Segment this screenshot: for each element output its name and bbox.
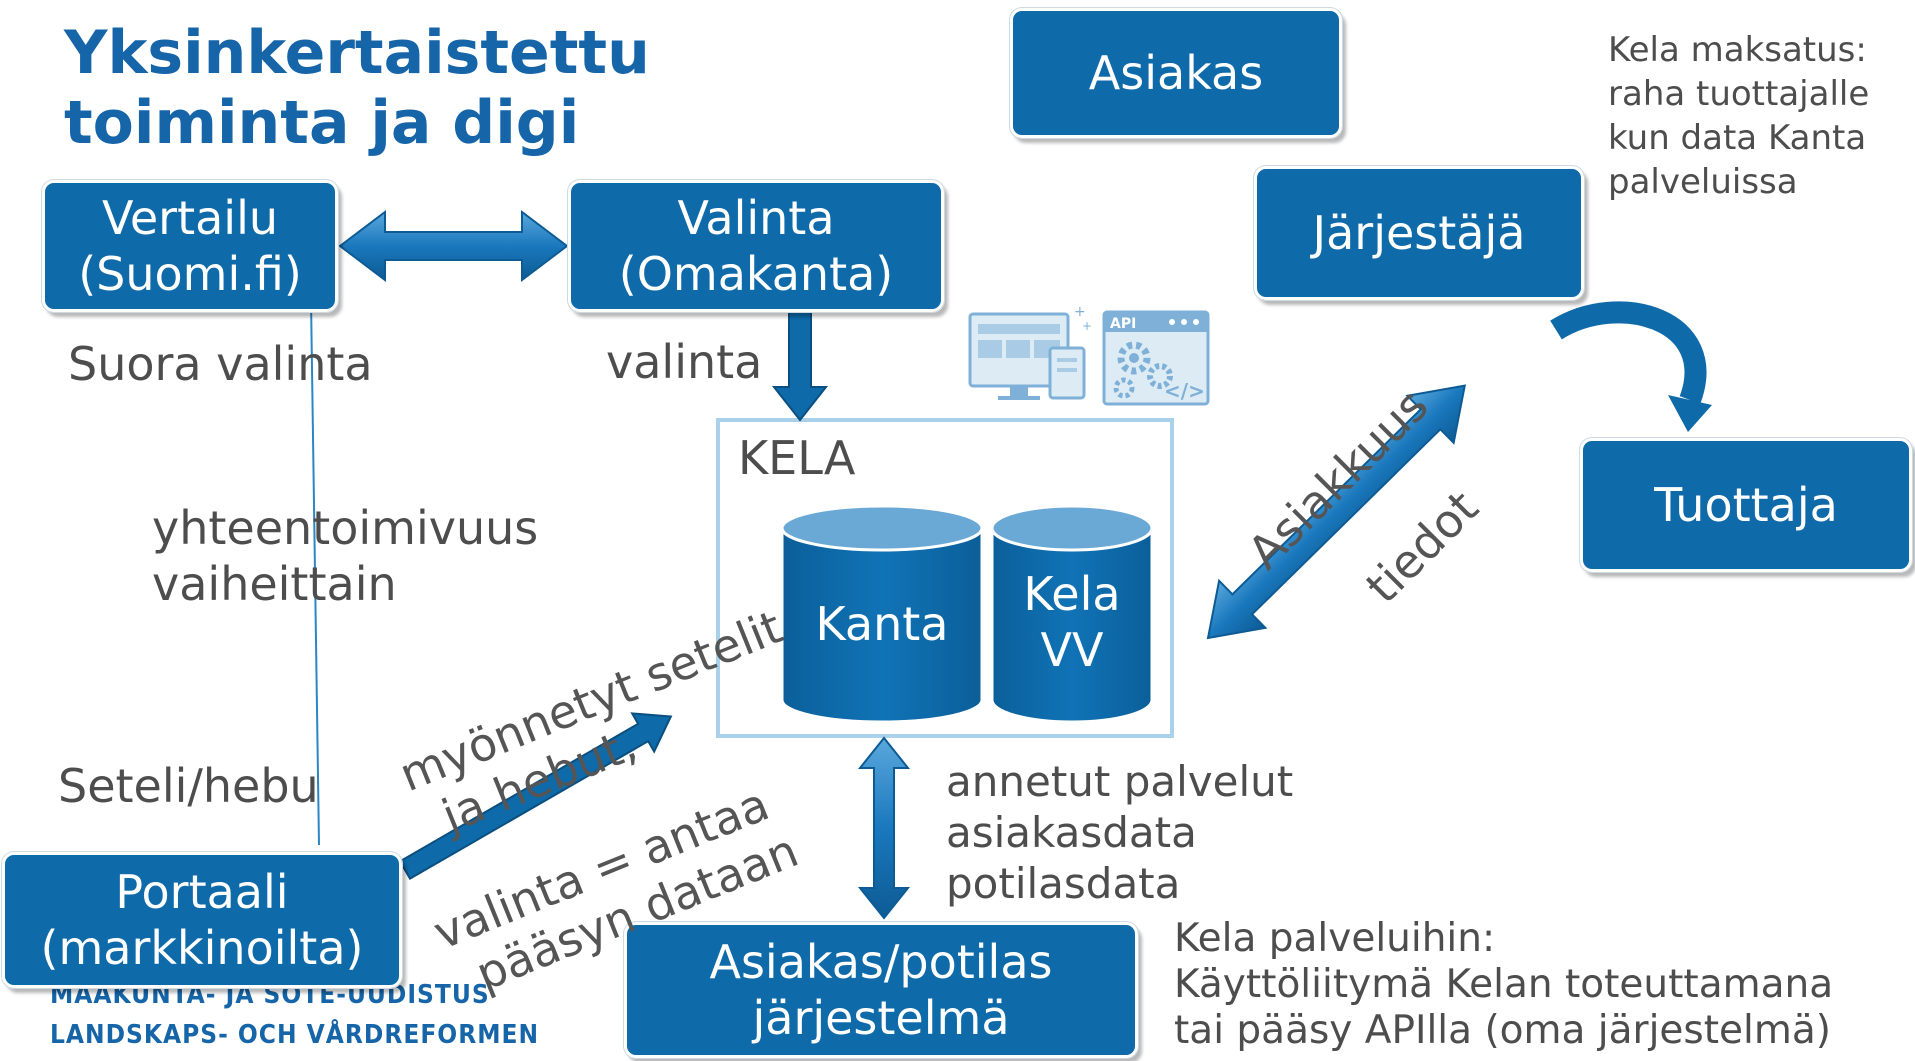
kela-vv-label: Kela VV [1023, 567, 1121, 677]
kela-asiakaspotilas-arrow [857, 736, 911, 920]
jarjestaja-kela-arrow [1206, 384, 1467, 640]
vertailu-valinta-arrow [338, 209, 569, 283]
kanta-label: Kanta [815, 597, 949, 651]
svg-text:+: + [1082, 319, 1092, 333]
connector-line [310, 299, 320, 846]
valinta-kela-arrow [771, 311, 829, 422]
seteli-hebu-label: Seteli/hebu [58, 759, 319, 813]
kela-palveluihin-note: Kela palveluihin: Käyttöliitymä Kelan to… [1174, 916, 1834, 1053]
vertailu-box[interactable]: Vertailu (Suomi.fi) [41, 179, 339, 313]
jarjestaja-box[interactable]: Järjestäjä [1253, 165, 1585, 301]
yhteentoimivuus-label: yhteentoimivuus vaiheittain [152, 501, 539, 611]
code-icon-label: </> [1164, 379, 1205, 403]
tuottaja-box[interactable]: Tuottaja [1579, 437, 1913, 573]
svg-text:+: + [1074, 304, 1086, 320]
kela-maksatus-note: Kela maksatus: raha tuottajalle kun data… [1608, 30, 1870, 202]
kela-label: KELA [738, 431, 856, 485]
devices-icon: + + [968, 304, 1092, 400]
valinta-label: valinta [606, 335, 763, 389]
jarjestaja-tuottaja-curved-arrow [1550, 301, 1712, 432]
suora-valinta-label: Suora valinta [68, 337, 373, 391]
api-icon-label: API [1110, 316, 1136, 332]
portaali-box[interactable]: Portaali (markkinoilta) [1, 851, 403, 989]
asiakas-potilas-box[interactable]: Asiakas/potilas järjestelmä [623, 921, 1139, 1059]
annetut-palvelut-label: annetut palvelut asiakasdata potilasdata [946, 757, 1294, 908]
portaali-kela-arrow [398, 712, 673, 881]
kela-vv-database-icon [990, 504, 1154, 724]
valinta-box[interactable]: Valinta (Omakanta) [567, 179, 945, 313]
api-icon: API </> [1102, 310, 1210, 406]
kanta-database-icon [780, 504, 984, 724]
page-title: Yksinkertaistettu toiminta ja digi [64, 18, 650, 158]
asiakas-box[interactable]: Asiakas [1009, 7, 1343, 139]
